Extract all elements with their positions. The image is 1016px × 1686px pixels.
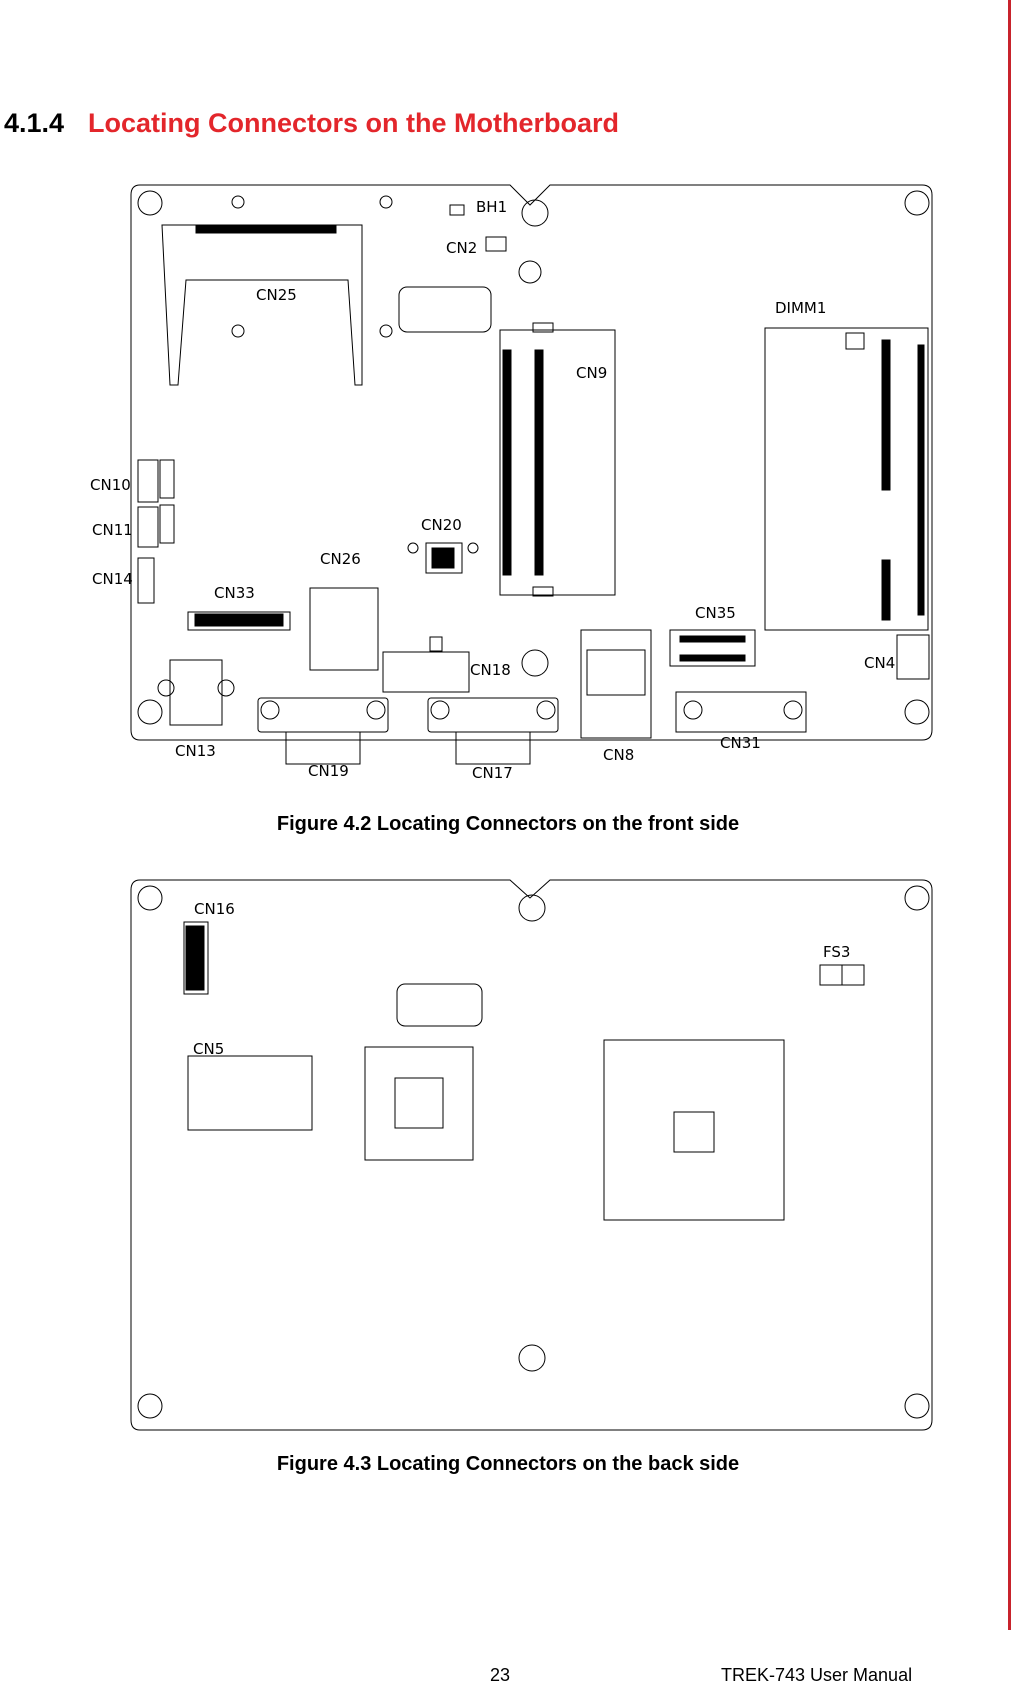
figure-4-3-caption: Figure 4.3 Locating Connectors on the ba… bbox=[276, 1453, 740, 1475]
label-cn17: CN17 bbox=[472, 764, 513, 782]
label-cn31: CN31 bbox=[720, 734, 761, 752]
label-cn20: CN20 bbox=[421, 516, 462, 534]
page-number: 23 bbox=[490, 1665, 511, 1685]
back-board-figure: CN16 FS3 CN5 bbox=[130, 879, 933, 1431]
margin-rule bbox=[1008, 0, 1011, 1630]
section-number: 4.1.4 bbox=[4, 108, 65, 138]
label-cn9: CN9 bbox=[576, 364, 607, 382]
label-cn5: CN5 bbox=[193, 1040, 224, 1058]
manual-title: TREK-743 User Manual bbox=[721, 1665, 913, 1685]
label-cn8: CN8 bbox=[603, 746, 634, 764]
label-cn35: CN35 bbox=[695, 604, 736, 622]
label-cn11: CN11 bbox=[92, 521, 133, 539]
section-title: Locating Connectors on the Motherboard bbox=[88, 108, 619, 138]
section-heading: 4.1.4 Locating Connectors on the Motherbo… bbox=[4, 108, 619, 139]
figure-4-2-caption: Figure 4.2 Locating Connectors on the fr… bbox=[276, 813, 740, 835]
label-cn2: CN2 bbox=[446, 239, 477, 257]
label-cn26: CN26 bbox=[320, 550, 361, 568]
label-fs3: FS3 bbox=[823, 943, 850, 961]
mount-holes bbox=[137, 190, 930, 725]
label-cn14: CN14 bbox=[92, 570, 133, 588]
label-cn18: CN18 bbox=[470, 661, 511, 679]
label-cn4: CN4 bbox=[864, 654, 895, 672]
label-cn10: CN10 bbox=[90, 476, 131, 494]
front-board-figure: BH1 CN2 CN25 DIMM1 CN9 CN10 CN11 CN14 CN… bbox=[90, 184, 933, 782]
label-cn16: CN16 bbox=[194, 900, 235, 918]
label-cn19: CN19 bbox=[308, 762, 349, 780]
label-cn13: CN13 bbox=[175, 742, 216, 760]
label-cn25: CN25 bbox=[256, 286, 297, 304]
label-bh1: BH1 bbox=[476, 198, 507, 216]
label-cn33: CN33 bbox=[214, 584, 255, 602]
label-dimm1: DIMM1 bbox=[775, 299, 826, 317]
